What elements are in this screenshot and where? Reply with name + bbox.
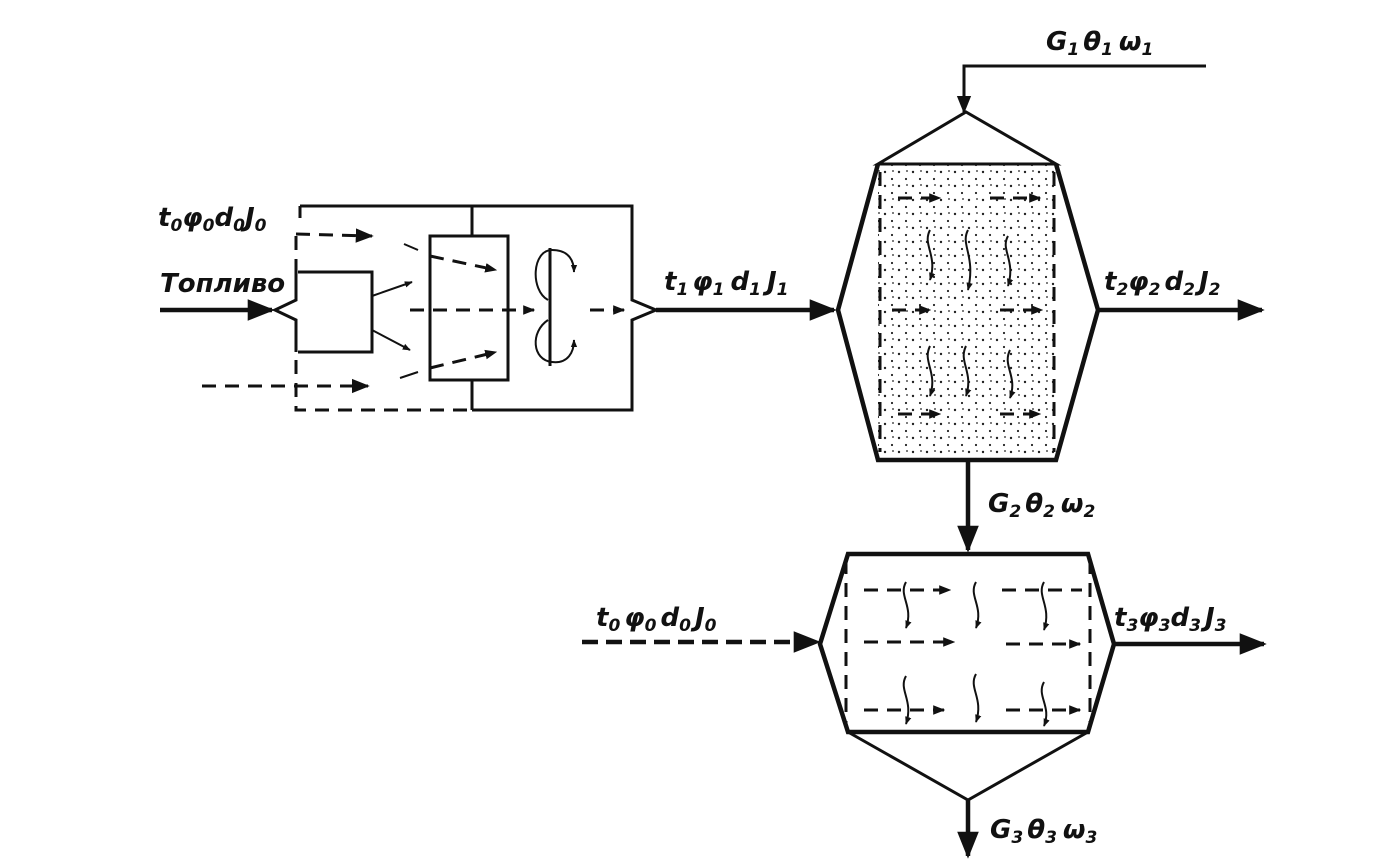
cooler-unit (817, 551, 1117, 802)
heater-inputs (160, 228, 374, 394)
dryer-unit (835, 64, 1206, 463)
heater-unit (271, 204, 660, 412)
fuel-label: Топливо (160, 269, 285, 299)
dryer-air-inlet-label: t0φ0d0J0 (158, 203, 267, 236)
